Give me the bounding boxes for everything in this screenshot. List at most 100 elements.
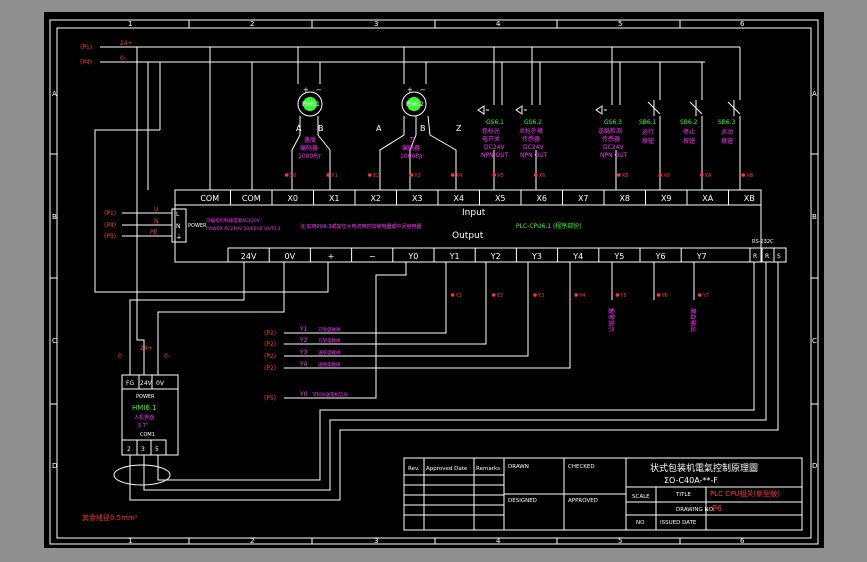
row-label-a-right: A — [812, 90, 817, 98]
power-label: POWER — [188, 223, 207, 229]
input-terminal-x3-5: X3 — [412, 194, 423, 203]
button-sb63-l1: 点动 — [721, 128, 733, 136]
hmi-com: COM1 — [140, 432, 155, 438]
power-wire-n: N — [154, 218, 159, 225]
output-marker-dot — [698, 293, 702, 297]
hmi-wire-24plus: 24+ — [140, 345, 153, 352]
output-terminal-0: 24V — [241, 252, 257, 261]
input-marker-xb: XB — [746, 173, 753, 179]
input-terminal-com-1: COM — [242, 194, 261, 203]
button-sb61-tag: SB6.1 — [639, 119, 657, 126]
power-block — [122, 208, 187, 243]
encoder-pg62-spec: 1000P/r — [400, 153, 424, 160]
input-marker-dot — [367, 173, 372, 177]
input-marker-dot — [533, 173, 538, 177]
power-wire-u: U — [154, 206, 158, 213]
encoder-pg61-name: 速度 — [304, 136, 316, 144]
plc-block — [174, 189, 762, 263]
supply-wire-0minus: 0- — [120, 55, 126, 62]
col-label-6-bottom: 6 — [740, 537, 745, 545]
encoder-pg61-b: B — [318, 124, 324, 133]
input-marker-x4: X4 — [456, 173, 463, 179]
row-label-a: A — [52, 90, 57, 98]
output-terminal-6: Y2 — [490, 252, 501, 261]
button-sb63-l2: 按钮 — [721, 137, 733, 145]
sensor-gs61-tag: GS6.1 — [486, 119, 504, 126]
tb-model: ΣO-C40A-**-F — [664, 476, 718, 485]
svg-text:+: + — [407, 86, 413, 94]
output-wiring — [94, 47, 779, 501]
button-sb61-l2: 按钮 — [642, 137, 654, 145]
button-sb62: SB6.2 停止 按钮 — [680, 119, 698, 145]
sensor-gs63-tag: GS6.3 — [604, 119, 622, 126]
sensor-gs62-l4: NPN OUT — [520, 152, 548, 159]
rs232c-term-2: R — [765, 253, 769, 260]
y7-vertical-label: 离合输出 — [689, 308, 697, 332]
output-marker-y5: Y5 — [619, 293, 626, 299]
hmi-desc-2: 5.7" — [138, 423, 148, 429]
row-label-d: D — [52, 462, 57, 470]
hmi-bottom-2: 2 — [127, 446, 131, 453]
output-terminal-8: Y4 — [572, 252, 583, 261]
sensor-gs63-l2: 传感器 — [602, 135, 620, 143]
svg-text:−: − — [420, 86, 426, 94]
input-marker-dot — [699, 173, 704, 177]
input-marker-x6: X6 — [539, 173, 546, 179]
button-sb62-l1: 停止 — [683, 128, 695, 136]
col-label-1-bottom: 1 — [128, 537, 132, 545]
output-row-3-y: Y3 — [299, 349, 308, 356]
hmi-term-fg: FG — [126, 380, 134, 387]
output-terminal-11: Y7 — [696, 252, 707, 261]
plc-note: 注:如用PG6.3或其它大电流用时加继电器或中间继电器 — [300, 223, 422, 230]
output-row-1-y: Y1 — [299, 326, 308, 333]
row-label-c: C — [52, 337, 57, 345]
input-terminal-x5-7: X5 — [495, 194, 506, 203]
power-tag-p5: (P5) — [104, 233, 116, 240]
output-row-2: (P2) Y2 刀架电磁阀 — [264, 337, 341, 348]
encoder-pg62-desc: 编码器 — [402, 144, 420, 152]
button-sb61-l1: 运行 — [642, 128, 654, 136]
plc-tag: PLC-CPU6.1 (程序部份) — [516, 222, 582, 230]
output-marker-dot — [450, 293, 455, 297]
encoder-wiring — [291, 47, 457, 190]
output-terminal-4: Y0 — [407, 252, 418, 261]
output-terminal-9: Y5 — [613, 252, 624, 261]
power-note-1: 可编程控制器电源AC220V — [206, 217, 261, 224]
power-term-n: N — [176, 223, 181, 230]
encoder-pg62-b: B — [420, 124, 426, 133]
tb-checked: CHECKED — [568, 464, 595, 470]
outer-frame — [49, 19, 819, 545]
output-marker-dot — [533, 293, 537, 297]
sensor-gs63-l4: NPN OUT — [600, 152, 628, 159]
output-row-4-y: Y4 — [299, 361, 308, 368]
output-row-5-text: 下料分送电机信号 — [312, 391, 348, 398]
output-row-2-y: Y2 — [299, 337, 308, 344]
output-marker-dot — [656, 293, 661, 297]
title-block — [403, 457, 803, 531]
sensor-gs61-l2: 电开关 — [482, 135, 500, 143]
output-terminal-5: Y1 — [449, 252, 460, 261]
tb-drawing-value: P6 — [712, 504, 722, 513]
output-row-4-text: 送纸电磁阀 — [318, 361, 341, 368]
encoder-pg62-tag: PG6.2 — [406, 101, 424, 108]
sensor-gs61: GS6.1 色标光 电开关 DC24V NPN OUT — [481, 119, 509, 159]
output-row-2-text: 刀架电磁阀 — [318, 337, 341, 344]
hmi-wire-0: 0 — [118, 353, 122, 360]
input-terminal-x6-8: X6 — [536, 194, 547, 203]
output-row-2-tag: (P2) — [264, 341, 276, 348]
output-terminal-1: 0V — [285, 252, 296, 261]
supply-rails — [100, 46, 740, 63]
output-marker-y2: Y2 — [496, 293, 503, 299]
power-wire-pe: PE — [150, 229, 158, 236]
sensor-gs63-l3: DC24V — [603, 144, 624, 151]
svg-text:+: + — [303, 86, 309, 94]
col-label-5: 5 — [618, 20, 622, 28]
output-marker-y7: Y7 — [702, 293, 709, 299]
input-marker-dot — [658, 173, 663, 177]
output-row-4: (P2) Y4 送纸电磁阀 — [264, 361, 341, 372]
supply-tag-p1: (P1) — [80, 44, 92, 51]
sensor-gs62-tag: GS6.2 — [524, 119, 542, 126]
sensor-symbols — [477, 105, 607, 115]
output-terminal-10: Y6 — [655, 252, 666, 261]
output-terminal-7: Y3 — [531, 252, 542, 261]
